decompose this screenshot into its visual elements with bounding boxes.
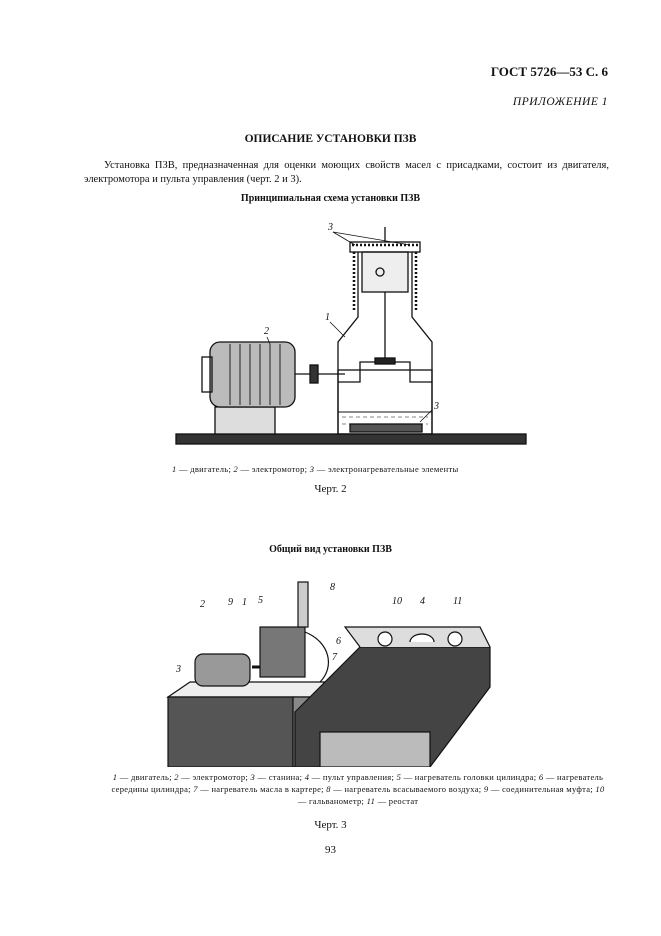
figure2-schematic: 3 1 2 3 bbox=[175, 222, 527, 445]
legend-num: 3 bbox=[250, 772, 256, 782]
callout-2: 2 bbox=[200, 599, 205, 610]
legend-num: 1 bbox=[112, 772, 118, 782]
legend-text: — пульт управления; bbox=[309, 772, 397, 782]
legend-num: 8 bbox=[326, 784, 331, 794]
legend-text: — нагреватель масла в картере; bbox=[197, 784, 327, 794]
legend-num: 3 bbox=[309, 464, 315, 474]
callout-11: 11 bbox=[453, 596, 462, 607]
figure2-title: Принципиальная схема установки ПЗВ bbox=[240, 193, 421, 204]
figure3-legend: 1 — двигатель; 2 — электромотор; 3 — ста… bbox=[108, 771, 608, 807]
legend-num: 6 bbox=[538, 772, 544, 782]
legend-num: 5 bbox=[396, 772, 402, 782]
legend-text: — двигатель; bbox=[117, 772, 175, 782]
callout-5: 5 bbox=[258, 595, 263, 606]
legend-text: — реостат bbox=[375, 796, 419, 806]
legend-text: — гальванометр; bbox=[297, 796, 367, 806]
callout-3: 3 bbox=[175, 664, 181, 675]
legend-num: 1 bbox=[172, 464, 177, 474]
legend-text: — электронагревательные элементы bbox=[314, 464, 459, 474]
figure3-label: Черт. 3 bbox=[314, 819, 347, 831]
figure2-label: Черт. 2 bbox=[314, 483, 347, 495]
callout-1: 1 bbox=[325, 312, 330, 323]
legend-text: — электромотор; bbox=[178, 772, 251, 782]
figure2-legend: 1 — двигатель; 2 — электромотор; 3 — эле… bbox=[172, 464, 458, 474]
description-paragraph: Установка ПЗВ, предназначенная для оценк… bbox=[84, 160, 609, 185]
legend-text: — нагреватель середины цилиндра; bbox=[111, 772, 604, 794]
callout-7: 7 bbox=[332, 652, 338, 663]
legend-text: — нагреватель всасываемого воздуха; bbox=[330, 784, 484, 794]
callout-1: 1 bbox=[242, 597, 247, 608]
callout-2: 2 bbox=[264, 326, 269, 337]
callout-4: 4 bbox=[420, 596, 425, 607]
callout-10: 10 bbox=[392, 596, 402, 607]
standard-header: ГОСТ 5726—53 С. 6 bbox=[490, 64, 608, 79]
legend-num: 9 bbox=[483, 784, 489, 794]
appendix-label: ПРИЛОЖЕНИЕ 1 bbox=[512, 96, 608, 108]
legend-num: 2 bbox=[233, 464, 239, 474]
legend-text: — электромотор; bbox=[238, 464, 310, 474]
legend-num: 11 bbox=[366, 796, 376, 806]
figure3-title: Общий вид установки ПЗВ bbox=[269, 544, 392, 555]
figure3-general-view: 2 9 1 5 8 6 7 3 10 4 11 bbox=[166, 581, 491, 767]
legend-num: 2 bbox=[174, 772, 179, 782]
callout-9: 9 bbox=[228, 597, 233, 608]
callout-6: 6 bbox=[336, 636, 341, 647]
legend-text: — двигатель; bbox=[176, 464, 234, 474]
callout-3-top: 3 bbox=[327, 222, 333, 233]
legend-text: — станина; bbox=[255, 772, 305, 782]
legend-text: — соединительная муфта; bbox=[488, 784, 596, 794]
page-number: 93 bbox=[325, 844, 336, 856]
legend-num: 7 bbox=[193, 784, 198, 794]
callout-8: 8 bbox=[330, 582, 335, 593]
legend-text: — нагреватель головки цилиндра; bbox=[401, 772, 539, 782]
legend-num: 10 bbox=[595, 784, 605, 794]
callout-3-bottom: 3 bbox=[433, 401, 439, 412]
section-title: ОПИСАНИЕ УСТАНОВКИ ПЗВ bbox=[244, 133, 417, 145]
legend-num: 4 bbox=[304, 772, 310, 782]
